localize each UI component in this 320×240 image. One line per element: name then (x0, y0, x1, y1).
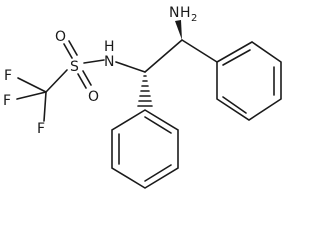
phenyl-ring-bottom (111, 109, 179, 189)
atom-amine-subscript: 2 (191, 13, 197, 24)
atom-fluorine-left: F (3, 93, 11, 109)
bond-c1-c2 (144, 39, 183, 73)
phenyl-ring-right (216, 41, 282, 121)
wedge-c2-nh2 (175, 20, 182, 40)
bond-c-f-bottom (43, 91, 47, 122)
atom-fluorine-bottom: F (37, 121, 45, 137)
bond-s-n (83, 59, 105, 64)
atom-oxygen-top: O (55, 29, 66, 45)
atom-sulfonamide-h-symbol: H (104, 39, 115, 55)
atom-sulfonamide-n-symbol: N (104, 54, 114, 70)
bond-c2-ph1 (181, 39, 218, 63)
atom-amine-nh2: N H 2 (169, 5, 197, 24)
molecule-drawing: F F F S O O N H N H 2 (3, 5, 282, 189)
bond-s-o-top-a (63, 43, 73, 59)
atom-sulfur: S (70, 59, 79, 75)
bond-s-o-bottom-a (77, 73, 87, 89)
structure-canvas: F F F S O O N H N H 2 (3, 5, 282, 189)
atom-amine-h-symbol: H (180, 5, 191, 21)
bond-n-c1 (115, 61, 146, 73)
bond-s-o-top-b (68, 40, 78, 56)
hashed-wedge-c1-ph2 (137, 75, 153, 107)
bond-c-s (45, 69, 68, 93)
atom-fluorine-top: F (4, 68, 12, 84)
bond-c-f-top (17, 77, 47, 93)
atom-sulfonamide-nh: N H (104, 39, 115, 70)
atom-amine-n-symbol: N (169, 5, 179, 21)
bond-c-f-left (16, 91, 47, 100)
bond-s-o-bottom-b (82, 70, 92, 86)
atom-oxygen-bottom: O (88, 89, 99, 105)
